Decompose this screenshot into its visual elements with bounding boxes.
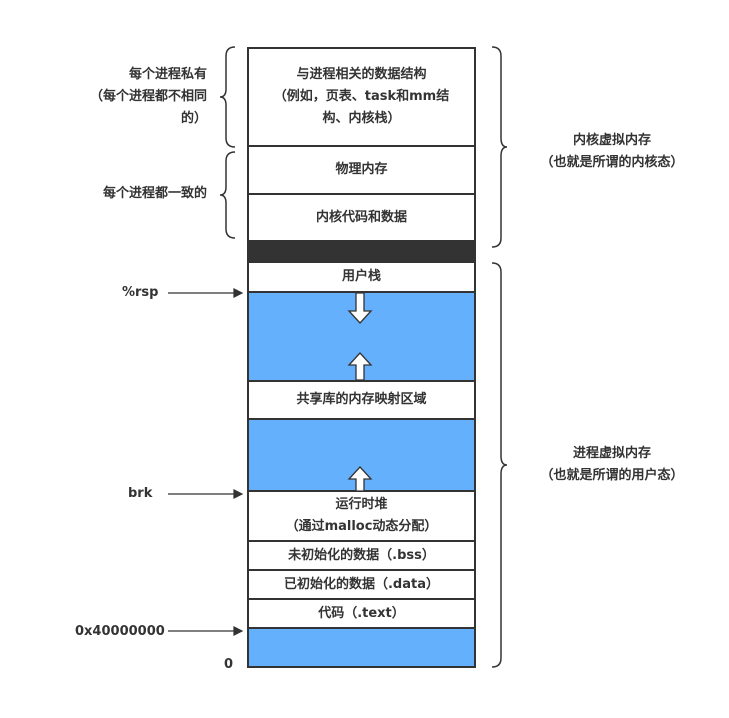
label-line: 每个进程私有	[128, 67, 207, 82]
brace-private	[219, 46, 236, 148]
segment-shared-libs: 共享库的内存映射区域	[247, 382, 476, 420]
arrow-up-icon	[347, 466, 373, 492]
label-line: 内核虚拟内存	[572, 133, 651, 148]
segment-heap: 运行时堆 （通过malloc动态分配）	[247, 492, 476, 542]
label-line: 的）	[180, 111, 207, 126]
label-line: 进程虚拟内存	[572, 446, 651, 461]
segment-reserved	[247, 629, 476, 668]
brace-kernel	[491, 46, 508, 248]
segment-free-stack	[247, 293, 476, 382]
segment-text: 代码（.text）	[247, 600, 476, 629]
label-line: （也就是所谓的内核态）	[540, 155, 684, 170]
segment-separator	[247, 242, 476, 263]
arrow-brk	[233, 489, 244, 499]
label-shared: 每个进程都一致的	[102, 186, 207, 201]
segment-free-heap	[247, 420, 476, 492]
label-text-address: 0x40000000	[75, 624, 165, 639]
label-private: 每个进程私有 （每个进程都不相同 的）	[90, 64, 207, 130]
segment-text: （通过malloc动态分配）	[285, 519, 438, 534]
arrow-rsp	[233, 288, 244, 298]
segment-physical-memory: 物理内存	[247, 147, 476, 195]
label-kernel-vm: 内核虚拟内存 （也就是所谓的内核态）	[512, 130, 712, 174]
segment-user-stack: 用户栈	[247, 263, 476, 293]
segment-text: 运行时堆	[335, 497, 388, 512]
label-line: （每个进程都不相同	[89, 89, 207, 104]
label-rsp: %rsp	[122, 285, 159, 300]
label-brk: brk	[128, 486, 153, 501]
memory-column: 与进程相关的数据结构 （例如，页表、task和mm结 构、内核栈） 物理内存 内…	[247, 0, 476, 718]
arrow-down-icon	[347, 293, 373, 324]
stack-growth-arrows	[347, 293, 373, 381]
label-line: （也就是所谓的用户态）	[540, 468, 684, 483]
heap-growth-arrow	[347, 466, 373, 492]
segment-text: （例如，页表、task和mm结	[273, 89, 450, 104]
label-zero: 0	[224, 657, 234, 672]
segment-text: 构、内核栈）	[322, 111, 401, 126]
arrow-up-icon	[347, 352, 373, 381]
segment-bss: 未初始化的数据（.bss）	[247, 542, 476, 571]
segment-data: 已初始化的数据（.data）	[247, 571, 476, 600]
arrow-text-start	[233, 626, 244, 636]
brace-shared	[219, 151, 236, 239]
segment-kernel-code: 内核代码和数据	[247, 195, 476, 242]
segment-process-structs: 与进程相关的数据结构 （例如，页表、task和mm结 构、内核栈）	[247, 47, 476, 147]
brace-user	[491, 262, 508, 668]
segment-text: 与进程相关的数据结构	[296, 67, 427, 82]
label-user-vm: 进程虚拟内存 （也就是所谓的用户态）	[512, 443, 712, 487]
